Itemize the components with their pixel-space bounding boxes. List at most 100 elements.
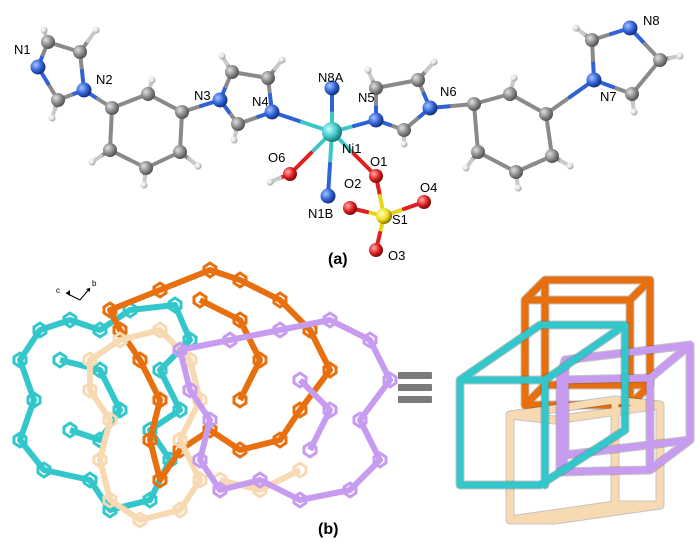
network-tan-ring [82, 351, 98, 369]
network-tan-ring [172, 431, 188, 449]
molecule-bonds [36, 26, 682, 252]
atom-p3 [175, 105, 189, 119]
atom-label-o3: O3 [388, 248, 405, 263]
atom-label-n4: N4 [252, 94, 269, 109]
panel-b-network: c b (b) [12, 261, 695, 538]
atom-n1 [30, 59, 46, 75]
atom-h5 [278, 56, 286, 64]
network-orange-ring [252, 351, 268, 369]
atom-h6 [230, 136, 238, 144]
atom-c2c [51, 93, 65, 107]
network-cyan-ring [36, 461, 52, 479]
network-orange-ring [132, 351, 148, 369]
network-orange-ring [152, 471, 168, 489]
topology-cube-simplification [455, 275, 695, 525]
network-purple-ring [322, 311, 338, 329]
atom-n8 [622, 20, 638, 36]
axis-indicator: c b [56, 279, 97, 301]
network-orange-ring [272, 291, 288, 309]
network-orange-ring [292, 401, 308, 419]
network-cyan-ring [142, 491, 158, 509]
network-cyan-ring [167, 296, 183, 314]
atom-n3 [212, 92, 228, 108]
atom-h7 [266, 178, 274, 186]
atom-o1 [369, 169, 383, 183]
atom-hp6 [88, 158, 96, 166]
atom-h4 [218, 52, 226, 60]
atom-o3 [369, 243, 383, 257]
atom-h3 [48, 114, 56, 122]
network-purple-ring [182, 381, 198, 399]
atom-label-n3: N3 [194, 88, 211, 103]
atom-hq5 [514, 184, 522, 192]
atom-label-n2: N2 [96, 72, 113, 87]
atom-label-s1: S1 [392, 212, 408, 227]
atom-p5 [139, 161, 153, 175]
atom-c2a [41, 35, 55, 49]
network-cyan-ring [172, 401, 188, 419]
network-cyan-ring [26, 391, 42, 409]
atom-p6 [103, 143, 117, 157]
network-purple-ring [212, 481, 228, 499]
network-orange-ring [192, 291, 208, 309]
atom-q2 [503, 87, 517, 101]
network-purple-ring [322, 401, 338, 419]
atom-label-o6: O6 [268, 150, 285, 165]
network-tan-ring [82, 381, 98, 399]
atom-hk1 [572, 24, 580, 32]
atom-hq4 [566, 162, 574, 170]
network-cyan-ring [52, 351, 68, 369]
atom-q3 [539, 107, 553, 121]
atom-q5 [509, 165, 523, 179]
equivalence-icon [398, 372, 432, 403]
atom-i3b [261, 71, 275, 85]
network-purple-ring [292, 491, 308, 509]
atom-i5c [397, 123, 411, 137]
atom-label-ni1: Ni1 [342, 141, 362, 156]
atom-label-n7: N7 [600, 89, 617, 104]
network-purple-ring [222, 331, 238, 349]
atom-n4 [264, 104, 280, 120]
atom-label-o4: O4 [420, 180, 437, 195]
network-tan-ring [112, 331, 128, 349]
atom-hk2 [676, 52, 684, 60]
atom-label-n8a: N8A [318, 70, 344, 85]
atom-hp4 [194, 162, 202, 170]
network-purple-ring [362, 331, 378, 349]
network-orange-ring [102, 301, 118, 319]
network-orange-ring [272, 431, 288, 449]
network-purple-ring [272, 321, 288, 339]
atom-h9 [430, 58, 438, 66]
atom-hp2 [148, 76, 156, 84]
network-orange-ring [232, 311, 248, 329]
atom-h8 [364, 66, 372, 74]
atom-label-n5: N5 [358, 90, 375, 105]
atom-hq6 [462, 164, 470, 172]
atom-o6 [283, 167, 297, 181]
network-cyan-ring [152, 361, 168, 379]
network-purple-ring [202, 411, 218, 429]
atom-n1b [320, 188, 336, 204]
network-tan-ring [102, 411, 118, 429]
network-tan-ring [152, 321, 168, 339]
panel-b-label: (b) [318, 521, 338, 538]
atom-i3a [225, 65, 239, 79]
network-purple-ring [342, 481, 358, 499]
network-orange-ring [152, 281, 168, 299]
network-purple-strand [177, 317, 393, 503]
atom-k3 [625, 87, 639, 101]
cube-tan [506, 396, 664, 524]
network-purple-ring [252, 471, 268, 489]
atom-o2 [343, 201, 357, 215]
network-orange-ring [322, 361, 338, 379]
network-orange-ring [232, 271, 248, 289]
network-purple-ring [382, 371, 398, 389]
network-purple-ring [352, 411, 368, 429]
network-cyan-ring [92, 361, 108, 379]
network-tan-ring [102, 491, 118, 509]
atom-n8a [324, 80, 340, 96]
atom-q1 [467, 97, 481, 111]
network-purple-ring [302, 441, 318, 459]
atom-n7 [586, 72, 602, 88]
